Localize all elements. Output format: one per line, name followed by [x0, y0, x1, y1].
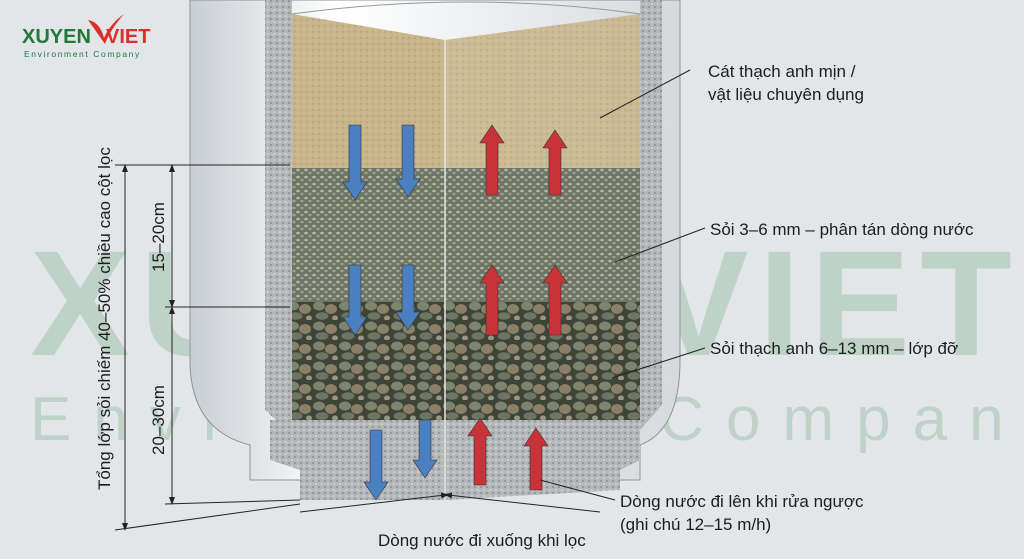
lower-dimension-label: 20–30cm: [149, 385, 168, 455]
logo-tagline: Environment Company: [24, 49, 141, 59]
coarse-gravel-label: Sỏi thạch anh 6–13 mm – lớp đỡ: [710, 339, 958, 358]
down-flow-arrow-icon: [395, 264, 421, 331]
up-flow-arrow-icon: [479, 124, 505, 196]
up-flow-arrow-icon: [542, 264, 568, 336]
sand-label-line1: Cát thạch anh mịn /: [708, 62, 856, 81]
logo: XUYEN VIET Environment Company: [22, 14, 150, 59]
down-flow-arrow-icon: [412, 419, 438, 479]
tank-base-right: [445, 420, 640, 500]
logo-brand-left: XUYEN: [22, 26, 91, 48]
up-flow-arrow-icon: [479, 264, 505, 336]
filter-flow-label: Dòng nước đi xuống khi lọc: [378, 531, 586, 550]
up-flow-arrow-icon: [467, 417, 493, 486]
down-flow-arrow-icon: [395, 124, 421, 198]
tank-wall-right: [640, 0, 662, 430]
flow-arrows: [342, 124, 568, 501]
dimension-lines: [114, 69, 706, 531]
logo-brand-right: VIET: [106, 26, 150, 48]
upper-dimension-label: 15–20cm: [149, 202, 168, 272]
logo-swoosh-icon: [88, 14, 124, 44]
tank-top-rim: [291, 1, 641, 15]
tank-base-left: [270, 420, 445, 500]
backwash-flow-label-line1: Dòng nước đi lên khi rửa ngược: [620, 492, 864, 511]
sand-layer-left: [292, 14, 445, 170]
fine-gravel-label: Sỏi 3–6 mm – phân tán dòng nước: [710, 220, 974, 239]
tank-wall-left: [265, 0, 292, 435]
up-flow-arrow-icon: [542, 129, 568, 196]
down-flow-arrow-icon: [363, 429, 389, 501]
total-dimension-label: Tổng lớp sỏi chiếm 40–50% chiều cao cột …: [95, 147, 114, 490]
sand-layer-right: [445, 14, 640, 170]
backwash-flow-label-line2: (ghi chú 12–15 m/h): [620, 515, 771, 534]
up-flow-arrow-icon: [523, 427, 549, 491]
fine-gravel-layer: [292, 168, 640, 302]
down-flow-arrow-icon: [342, 124, 368, 201]
coarse-gravel-layer: [292, 302, 640, 420]
sand-label-line2: vật liệu chuyên dụng: [708, 85, 864, 104]
down-flow-arrow-icon: [342, 264, 368, 336]
